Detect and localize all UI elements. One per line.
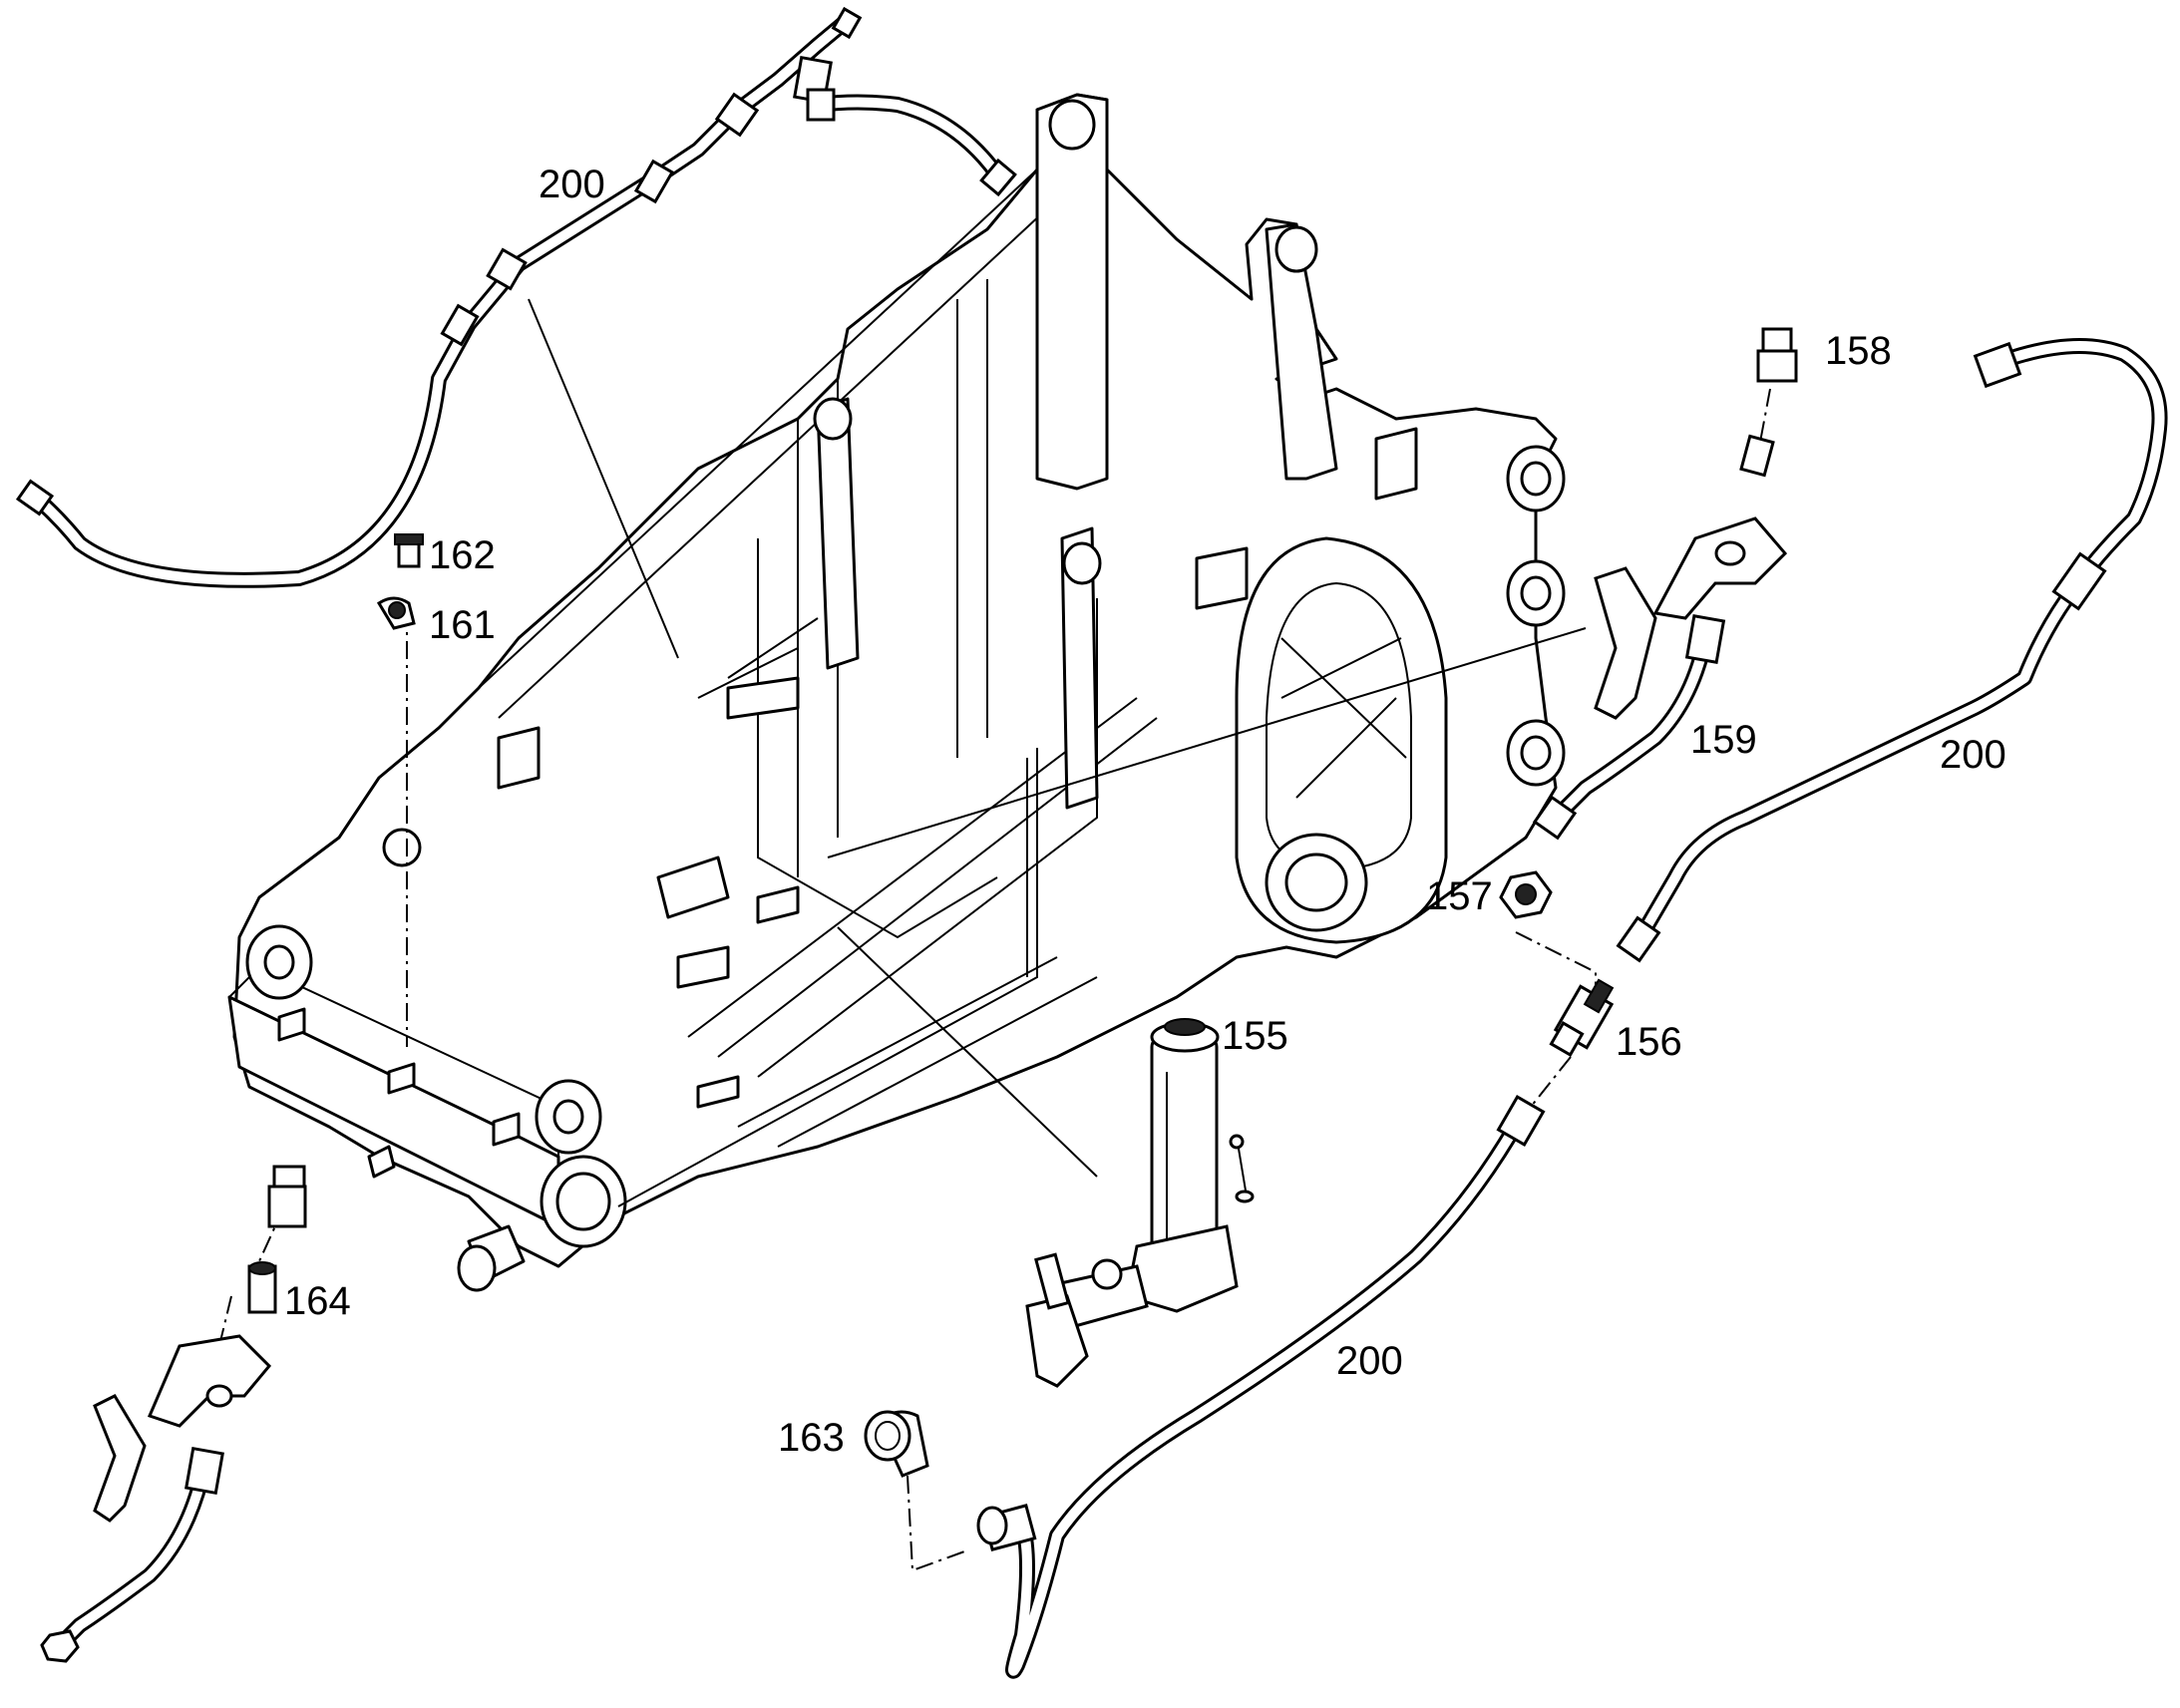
label-156: 156 <box>1616 1020 1682 1064</box>
axis-164-bracket <box>213 1295 232 1367</box>
axis-156-hose <box>1530 1056 1572 1108</box>
part-156-tee <box>1549 978 1615 1057</box>
callout-labels: 200 158 162 161 159 200 157 155 156 164 … <box>284 163 2006 1460</box>
part-158-fitting <box>1739 327 1798 478</box>
leader-155 <box>837 926 1098 1178</box>
hose-200-right <box>1616 338 2168 963</box>
axis-163 <box>907 1475 968 1572</box>
part-164-fitting-and-bracket <box>40 1165 307 1663</box>
label-162: 162 <box>429 533 496 577</box>
label-157: 157 <box>1426 874 1493 918</box>
label-200-top: 200 <box>539 163 605 206</box>
label-200-bottom: 200 <box>1336 1339 1403 1383</box>
part-163-elbow <box>864 1410 929 1478</box>
part-161-162-clamp <box>376 533 424 630</box>
part-159-hose-bracket <box>1532 516 1788 841</box>
label-200-right: 200 <box>1940 733 2006 777</box>
label-158: 158 <box>1825 329 1892 373</box>
leader-lines <box>213 298 1771 1572</box>
part-155-cylinder <box>1025 1018 1255 1388</box>
machine-frame <box>227 93 1566 1292</box>
leader-200-top <box>528 298 679 659</box>
label-155: 155 <box>1222 1014 1288 1058</box>
label-159: 159 <box>1690 718 1757 762</box>
part-157-nut <box>1499 870 1553 919</box>
hose-200-bottom <box>976 1094 1546 1679</box>
leader-159 <box>827 627 1587 858</box>
label-161: 161 <box>429 603 496 647</box>
label-164: 164 <box>284 1279 351 1323</box>
hose-200-top <box>15 6 1017 588</box>
label-163: 163 <box>778 1416 845 1460</box>
